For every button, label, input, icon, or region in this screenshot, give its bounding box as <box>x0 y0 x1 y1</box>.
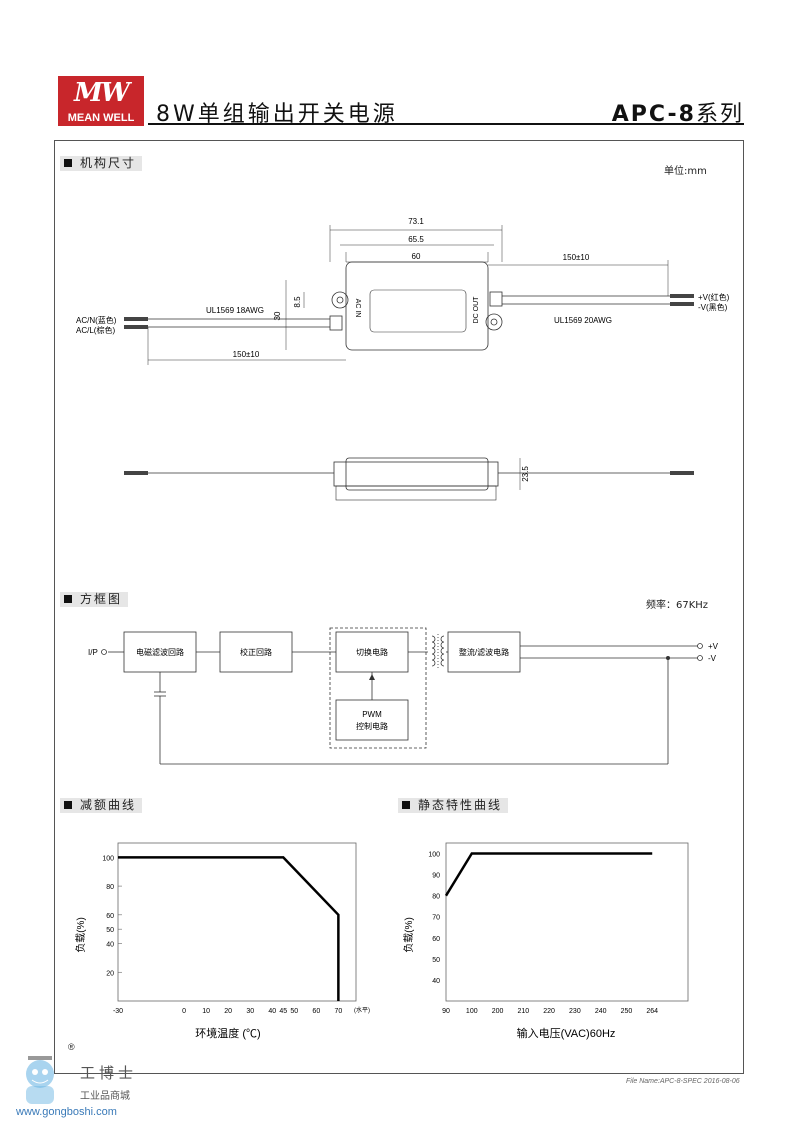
static-ytick-label: 60 <box>432 936 440 943</box>
dim-65: 65.5 <box>408 235 424 244</box>
dim-73: 73.1 <box>408 217 424 226</box>
footer-file: File Name:APC-8-SPEC 2016-08-06 <box>626 1078 740 1085</box>
static-ytick-label: 50 <box>432 957 440 964</box>
static-series-line <box>444 852 653 897</box>
label-ip: I/P <box>88 648 98 657</box>
freq-label: 频率：67KHz <box>646 600 709 611</box>
derating-ytick-label: 50 <box>106 927 114 934</box>
series-suffix: 系列 <box>695 102 744 127</box>
static-xtick-label: 90 <box>442 1008 450 1015</box>
block-pwm: PWM <box>362 710 382 719</box>
series-title: APC-8系列 <box>612 96 744 128</box>
logo-mark: MW <box>74 78 130 108</box>
section-mechanical-title: 机构尺寸 <box>80 156 137 170</box>
block-emi: 电磁滤波回路 <box>136 647 184 657</box>
static-ytick-label: 100 <box>428 852 440 859</box>
derating-xtick-label: 10 <box>202 1008 210 1015</box>
static-chart: 40 50 60 70 80 90 100 90 100 200 210 220 230 240 250 26… <box>402 842 689 1040</box>
static-xtick-label: 264 <box>646 1008 658 1015</box>
derating-xlabel: 环境温度 (℃) <box>195 1026 260 1040</box>
label-v-neg: -V(黑色) <box>698 302 728 312</box>
derating-xtick-label: 0 <box>182 1008 186 1015</box>
static-xtick-label: 200 <box>492 1008 504 1015</box>
derating-series-line <box>118 856 340 1001</box>
derating-plot-area <box>117 842 357 1002</box>
static-xtick-label: 240 <box>595 1008 607 1015</box>
label-dc-out: DC OUT <box>473 296 480 324</box>
watermark-sub: 工业品商城 <box>80 1091 130 1102</box>
header-rule <box>148 123 744 125</box>
block-rectifier: 整流/滤波电路 <box>459 647 509 657</box>
static-xtick-label: 210 <box>517 1008 529 1015</box>
derating-xtick-label: 20 <box>224 1008 232 1015</box>
watermark-site: www.gongboshi.com <box>16 1106 117 1118</box>
dim-150-right: 150±10 <box>563 253 590 262</box>
block-pfc: 校正回路 <box>240 647 272 657</box>
derating-ytick-label: 80 <box>106 884 114 891</box>
static-plot-area <box>445 842 689 1002</box>
derating-ytick-label: 100 <box>102 855 114 862</box>
dim-150-left: 150±10 <box>233 350 260 359</box>
block-switch: 切换电路 <box>356 647 388 657</box>
page-title: 8W单组输出开关电源 <box>156 102 398 127</box>
section-derating: 减额曲线 <box>60 798 143 813</box>
static-xtick-label: 250 <box>621 1008 633 1015</box>
derating-ytick-label: 40 <box>106 942 114 949</box>
static-ytick-label: 90 <box>432 873 440 880</box>
robot-mascot-icon <box>26 1056 54 1104</box>
series-model: APC-8 <box>611 102 696 127</box>
dim-60: 60 <box>412 252 421 261</box>
static-xlabel: 输入电压(VAC)60Hz <box>517 1026 616 1040</box>
derating-xtick-label: 30 <box>246 1008 254 1015</box>
mechanical-drawing: 73.1 65.5 60 150±10 150±10 30 8.5 23.5 A… <box>76 217 730 501</box>
derating-ylabel: 负载(%) <box>74 917 87 953</box>
static-ytick-label: 80 <box>432 894 440 901</box>
section-block-title: 方框图 <box>80 592 123 606</box>
section-block: 方框图 <box>60 592 129 607</box>
spec-frame <box>54 140 744 1074</box>
static-ytick-label: 70 <box>432 915 440 922</box>
label-ac-in: AC IN <box>354 299 361 318</box>
meanwell-logo: MW MEAN WELL <box>58 76 144 126</box>
dim-23-5: 23.5 <box>521 466 530 482</box>
static-ylabel: 负载(%) <box>402 917 415 953</box>
watermark-cn: 工博士 <box>80 1064 138 1082</box>
derating-xtick-label: 40 <box>268 1008 276 1015</box>
derating-ytick-label: 60 <box>106 913 114 920</box>
derating-xtick-label: 60 <box>312 1008 320 1015</box>
derating-xtick-label: -30 <box>113 1008 123 1015</box>
label-cable-in: UL1569 18AWG <box>206 306 264 315</box>
derating-xnote: (水平) <box>354 1006 370 1014</box>
static-xtick-label: 220 <box>543 1008 555 1015</box>
unit-label: 单位:mm <box>664 166 707 177</box>
derating-xtick-label: 45 <box>279 1008 287 1015</box>
dim-8-5: 8.5 <box>293 296 302 308</box>
label-ac-n: AC/N(蓝色) <box>76 315 117 325</box>
derating-xtick-label: 70 <box>334 1008 342 1015</box>
derating-xtick-label: 50 <box>290 1008 298 1015</box>
block-diagram: I/P 电磁滤波回路 校正回路 切换电路 整流/滤波电路 PWM 控制电路 +V… <box>88 627 719 765</box>
label-ac-l: AC/L(棕色) <box>76 325 115 335</box>
logo-text: MEAN WELL <box>67 112 135 124</box>
section-static: 静态特性曲线 <box>398 798 509 813</box>
static-xtick-label: 230 <box>569 1008 581 1015</box>
section-derating-title: 减额曲线 <box>80 798 137 812</box>
derating-ytick-label: 20 <box>106 970 114 977</box>
static-xtick-label: 100 <box>466 1008 478 1015</box>
static-ytick-label: 40 <box>432 978 440 985</box>
label-cable-out: UL1569 20AWG <box>554 316 612 325</box>
dim-30: 30 <box>273 311 282 320</box>
label-out-vneg: -V <box>708 654 717 663</box>
label-v-pos: +V(红色) <box>698 292 730 302</box>
label-out-vpos: +V <box>708 642 719 651</box>
block-pwm-ctrl: 控制电路 <box>356 721 388 731</box>
section-static-title: 静态特性曲线 <box>418 798 503 812</box>
section-mechanical: 机构尺寸 <box>60 156 143 171</box>
watermark-reg: ® <box>68 1042 75 1052</box>
